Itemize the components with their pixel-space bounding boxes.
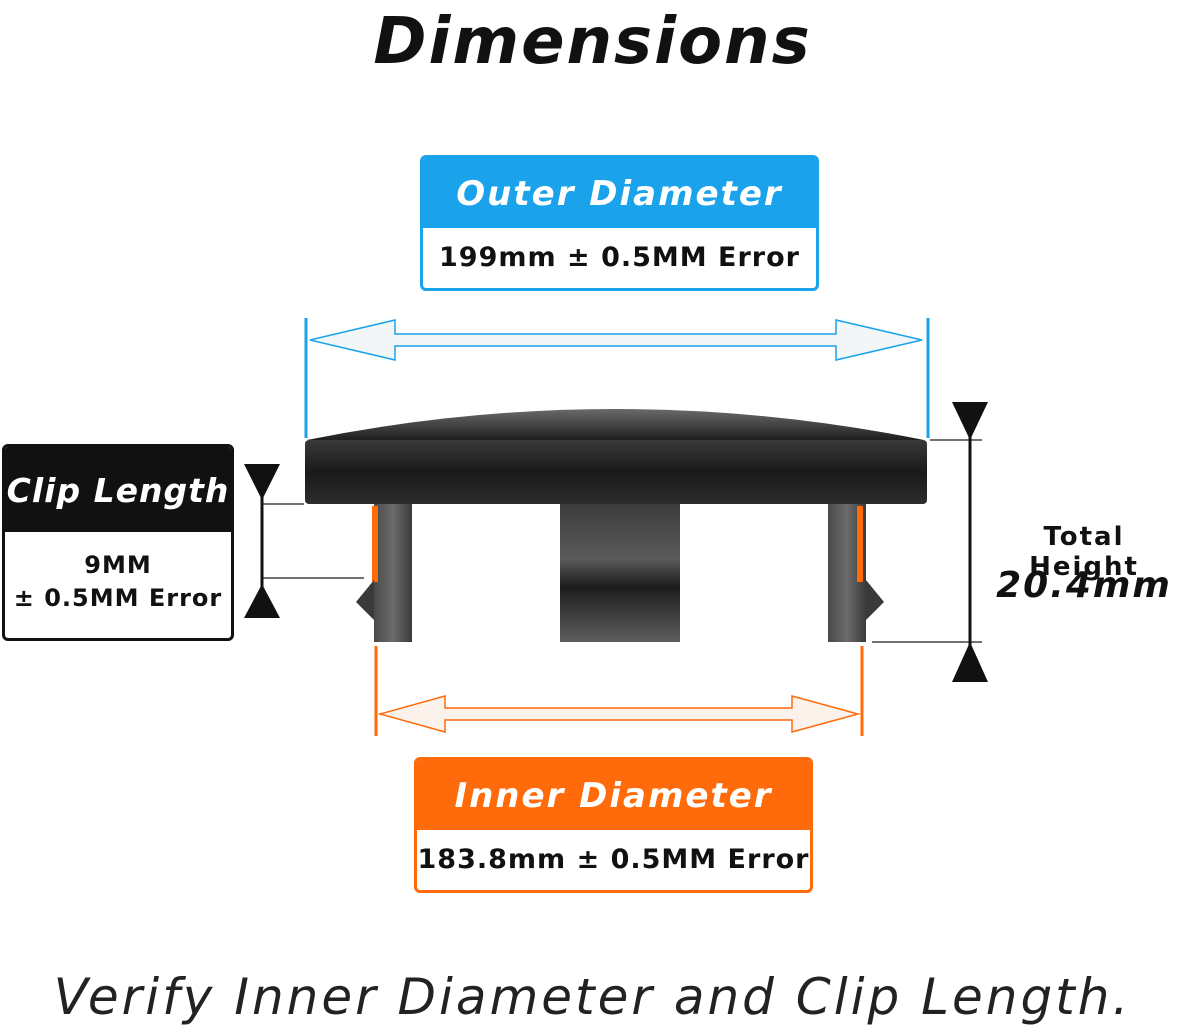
- clip-length-dimension: [244, 464, 364, 618]
- inner-double-arrow: [377, 695, 861, 733]
- clip-length-value: 9MM: [84, 551, 152, 579]
- clip-arrow-top: [244, 464, 280, 500]
- height-arrow-top: [952, 402, 988, 440]
- inner-diameter-value: 183.8mm ± 0.5MM Error: [417, 844, 810, 875]
- cap-body: [305, 440, 927, 504]
- center-post: [560, 504, 680, 642]
- total-height-value: 20.4mm: [996, 565, 1172, 606]
- left-clip: [356, 504, 412, 642]
- page-title: Dimensions: [373, 5, 812, 79]
- total-height-label: Total Height: [1029, 522, 1139, 582]
- clip-arrow-bottom: [244, 584, 280, 618]
- outer-diameter-value: 199mm ± 0.5MM Error: [439, 242, 800, 273]
- left-clip-hook: [356, 580, 374, 620]
- total-height-dimension: [872, 402, 988, 682]
- outer-diameter-box: Outer Diameter 199mm ± 0.5MM Error: [420, 155, 819, 291]
- outer-double-arrow: [309, 319, 923, 361]
- left-clip-leg: [374, 504, 412, 642]
- outer-diameter-dimension: [304, 318, 930, 438]
- clip-length-box: Clip Length 9MM ± 0.5MM Error: [2, 444, 234, 641]
- right-clip-hook: [866, 580, 884, 620]
- inner-diameter-box: Inner Diameter 183.8mm ± 0.5MM Error: [414, 757, 813, 893]
- outer-diameter-label: Outer Diameter: [423, 158, 816, 228]
- inner-diameter-label: Inner Diameter: [417, 760, 810, 830]
- right-clip-marker: [857, 506, 863, 582]
- caption-text: Verify Inner Diameter and Clip Length.: [53, 968, 1132, 1026]
- height-arrow-bottom: [952, 642, 988, 682]
- clip-length-label: Clip Length: [5, 447, 231, 532]
- clip-length-tolerance: ± 0.5MM Error: [13, 584, 223, 612]
- inner-diameter-dimension: [374, 646, 864, 736]
- cap-dome: [307, 409, 924, 440]
- left-clip-marker: [372, 506, 378, 582]
- right-clip: [828, 504, 884, 642]
